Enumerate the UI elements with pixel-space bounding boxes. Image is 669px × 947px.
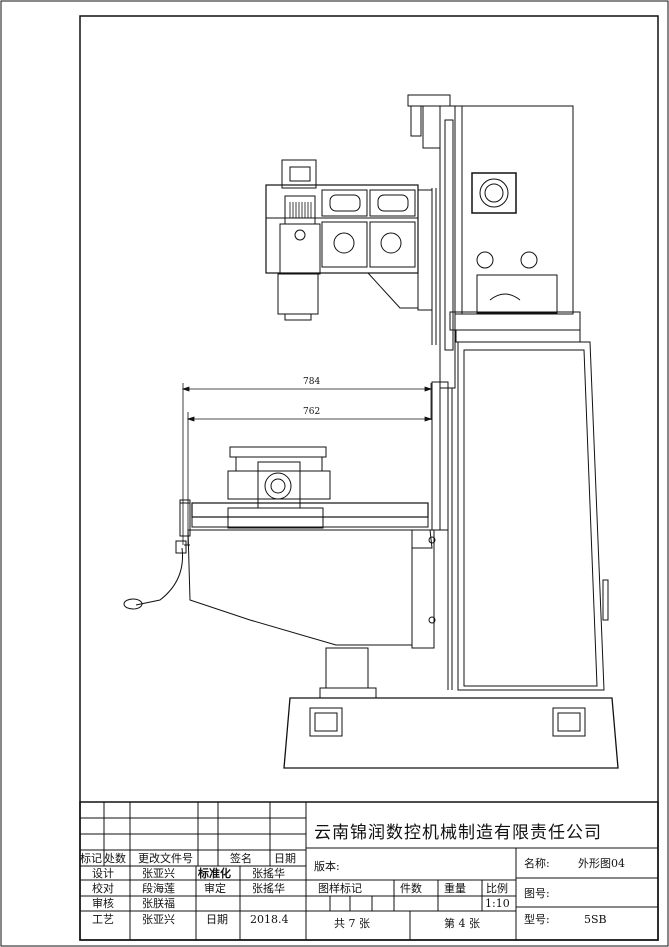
name-design: 张亚兴 — [142, 867, 175, 880]
title-block-grid — [79, 801, 659, 941]
name-review: 张朕福 — [142, 897, 175, 910]
header-date: 日期 — [274, 852, 296, 865]
role-process: 工艺 — [92, 913, 114, 926]
role-proofread: 校对 — [92, 882, 114, 895]
version-label: 版本: — [314, 860, 340, 873]
pattern-label: 图样标记 — [318, 882, 362, 895]
header-mark: 标记 — [80, 852, 102, 865]
scale-label: 比例 — [486, 882, 508, 895]
dimension-762: 762 — [303, 407, 321, 417]
name-standardization: 张搖华 — [252, 867, 285, 880]
header-count: 处数 — [104, 852, 126, 865]
name-proofread: 段海莲 — [142, 882, 175, 895]
role-date: 日期 — [206, 913, 228, 926]
name-label: 名称: — [524, 857, 550, 870]
role-review: 审核 — [92, 897, 114, 910]
role-approve: 审定 — [204, 882, 226, 895]
worktable — [123, 446, 436, 699]
name-value: 外形图04 — [578, 857, 625, 870]
quantity-label: 件数 — [400, 882, 422, 895]
model-value: 5SB — [584, 913, 607, 926]
weight-label: 重量 — [444, 882, 466, 895]
role-design: 设计 — [92, 867, 114, 880]
model-label: 型号: — [524, 913, 550, 926]
dimension-lines — [181, 383, 433, 545]
name-process: 张亚兴 — [142, 913, 175, 926]
dimension-784: 784 — [303, 377, 321, 387]
drawing-number-label: 图号: — [524, 887, 550, 900]
name-approve: 张搖华 — [252, 882, 285, 895]
scale-value: 1:10 — [485, 897, 510, 910]
value-date: 2018.4 — [250, 913, 289, 926]
total-sheets: 共 7 张 — [334, 917, 370, 930]
header-change-doc: 更改文件号 — [138, 852, 193, 865]
machine-base — [283, 697, 619, 769]
machine-column — [407, 94, 609, 691]
company-name: 云南锦润数控机械制造有限责任公司 — [314, 823, 602, 843]
sheet-number: 第 4 张 — [444, 917, 480, 930]
role-standardization: 标准化 — [198, 867, 231, 880]
spindle-head — [265, 159, 419, 321]
header-signature: 签名 — [230, 852, 252, 865]
